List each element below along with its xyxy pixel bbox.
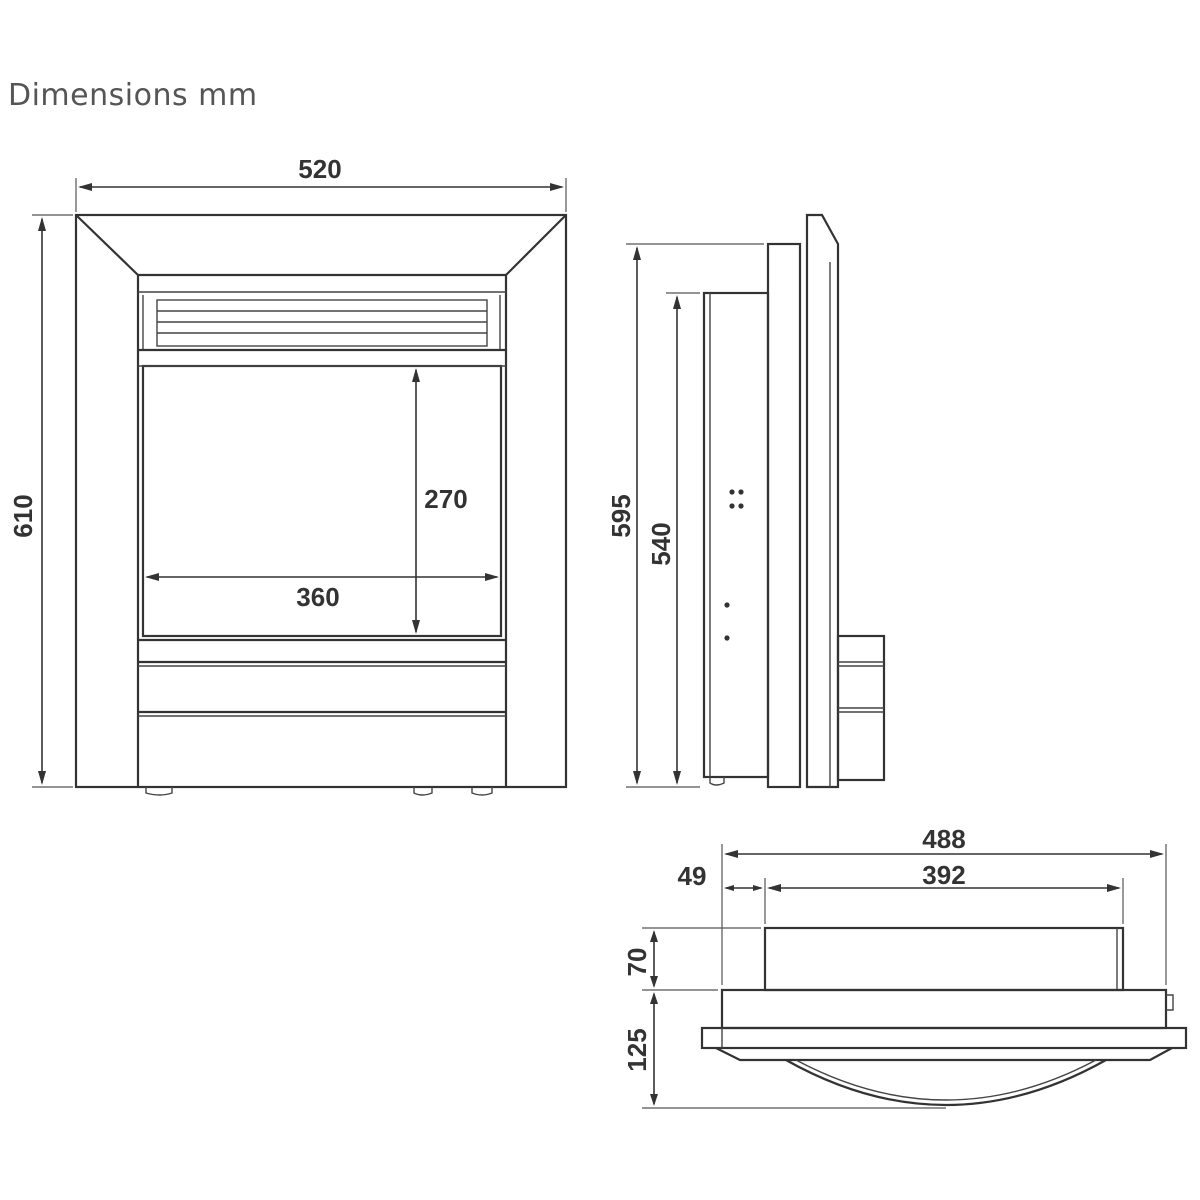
page-title: Dimensions mm xyxy=(8,78,258,113)
top-bowl xyxy=(785,1059,1107,1106)
dim-top-depth-front: 125 xyxy=(622,1028,652,1071)
dim-opening-height: 270 xyxy=(424,484,467,514)
front-foot-mid xyxy=(413,787,433,796)
dim-opening-width: 360 xyxy=(296,582,339,612)
top-surround xyxy=(700,1026,1188,1050)
front-foot-left xyxy=(145,787,173,796)
dim-top-body-width: 392 xyxy=(922,860,965,890)
dim-top-depth-box: 70 xyxy=(622,948,652,977)
side-fascia xyxy=(805,213,840,789)
dim-top-width: 488 xyxy=(922,824,965,854)
dim-front-height: 610 xyxy=(8,494,38,537)
top-body-box xyxy=(763,926,1125,992)
dim-top-offset: 49 xyxy=(678,861,707,891)
dim-side-height: 595 xyxy=(606,494,636,537)
top-view: 488 49 392 70 125 xyxy=(622,824,1188,1109)
side-view: 595 540 xyxy=(606,213,886,789)
front-view: 520 610 270 360 xyxy=(8,154,568,796)
front-foot-right xyxy=(471,787,493,796)
top-fascia xyxy=(720,988,1168,1030)
dim-front-width: 520 xyxy=(298,154,341,184)
front-grille xyxy=(156,299,488,347)
side-body xyxy=(702,291,770,779)
top-bowl-lip xyxy=(715,1047,1173,1062)
front-outer-frame xyxy=(74,213,568,789)
front-inner-frame xyxy=(136,273,508,787)
dim-body-height: 540 xyxy=(646,522,676,565)
side-back-plate xyxy=(766,242,802,789)
